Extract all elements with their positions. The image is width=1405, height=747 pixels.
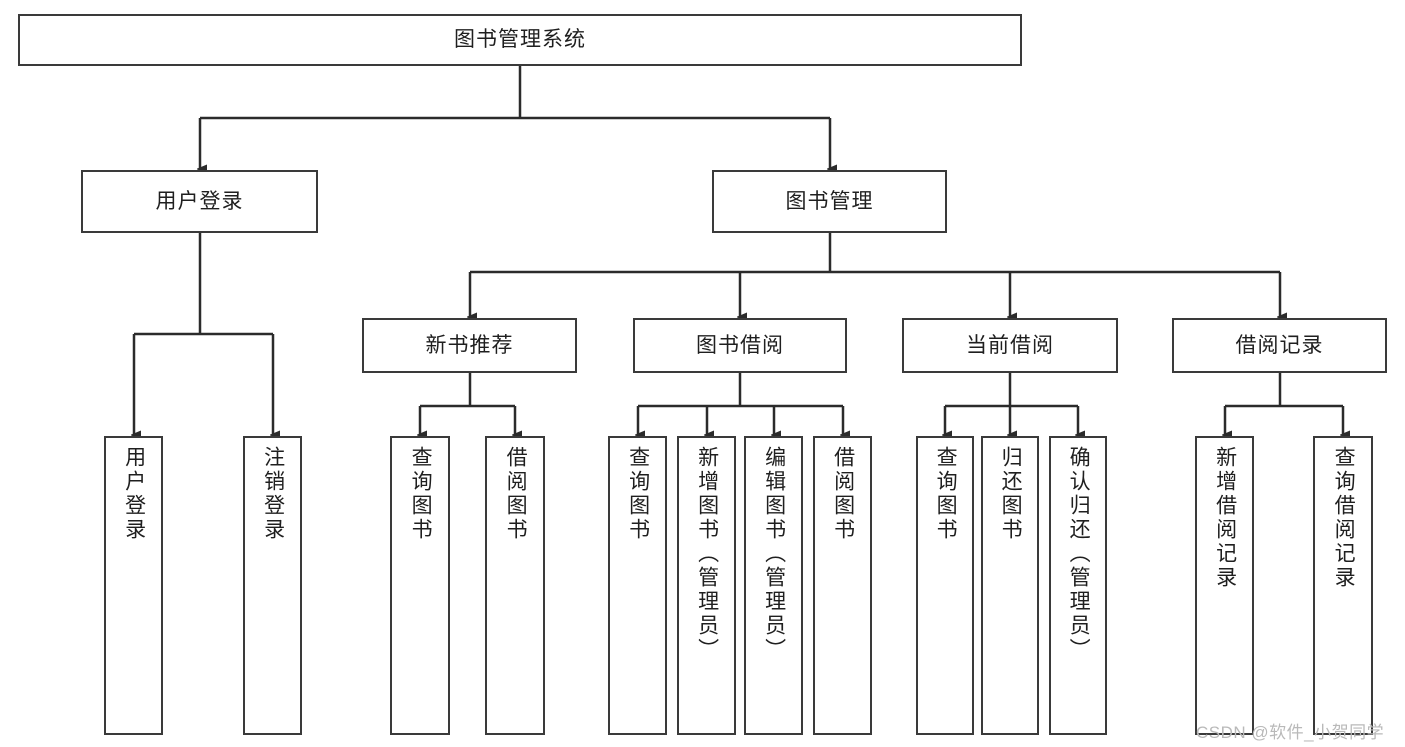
node-label: 编辑图书（管理员） xyxy=(762,446,786,662)
node-leaf-edit-book[interactable]: 编辑图书（管理员） xyxy=(744,436,803,735)
node-label: 归还图书 xyxy=(999,446,1023,542)
node-label: 查询借阅记录 xyxy=(1332,446,1356,590)
node-borrow-record[interactable]: 借阅记录 xyxy=(1172,318,1387,373)
node-root[interactable]: 图书管理系统 xyxy=(18,14,1022,66)
node-book-management[interactable]: 图书管理 xyxy=(712,170,947,233)
node-leaf-return-book[interactable]: 归还图书 xyxy=(981,436,1039,735)
node-leaf-query-book-3[interactable]: 查询图书 xyxy=(916,436,974,735)
node-leaf-query-book-1[interactable]: 查询图书 xyxy=(390,436,450,735)
node-label: 查询图书 xyxy=(409,446,433,542)
node-label: 用户登录 xyxy=(122,446,146,542)
node-leaf-query-book-2[interactable]: 查询图书 xyxy=(608,436,667,735)
node-leaf-logout[interactable]: 注销登录 xyxy=(243,436,302,735)
node-label: 用户登录 xyxy=(155,189,244,213)
node-leaf-borrow-book-2[interactable]: 借阅图书 xyxy=(813,436,872,735)
node-leaf-borrow-book-1[interactable]: 借阅图书 xyxy=(485,436,545,735)
node-label: 当前借阅 xyxy=(966,333,1054,357)
node-label: 注销登录 xyxy=(261,446,285,542)
node-leaf-add-book[interactable]: 新增图书（管理员） xyxy=(677,436,736,735)
node-label: 查询图书 xyxy=(934,446,958,542)
node-label: 图书借阅 xyxy=(696,333,784,357)
node-label: 借阅图书 xyxy=(831,446,855,542)
node-leaf-add-record[interactable]: 新增借阅记录 xyxy=(1195,436,1254,735)
node-current-borrow[interactable]: 当前借阅 xyxy=(902,318,1118,373)
node-label: 图书管理 xyxy=(785,189,874,213)
edge-group xyxy=(134,66,1343,435)
node-book-borrow[interactable]: 图书借阅 xyxy=(633,318,847,373)
node-label: 新书推荐 xyxy=(425,333,514,357)
node-label: 借阅图书 xyxy=(504,446,528,542)
node-label: 确认归还（管理员） xyxy=(1067,446,1091,662)
node-leaf-user-login[interactable]: 用户登录 xyxy=(104,436,163,735)
node-leaf-query-record[interactable]: 查询借阅记录 xyxy=(1313,436,1373,735)
node-label: 新增图书（管理员） xyxy=(695,446,719,662)
node-label: 查询图书 xyxy=(626,446,650,542)
node-leaf-confirm-return[interactable]: 确认归还（管理员） xyxy=(1049,436,1107,735)
node-label: 新增借阅记录 xyxy=(1213,446,1237,590)
node-label: 借阅记录 xyxy=(1235,333,1324,357)
node-new-book-recommend[interactable]: 新书推荐 xyxy=(362,318,577,373)
node-user-login[interactable]: 用户登录 xyxy=(81,170,318,233)
node-label: 图书管理系统 xyxy=(454,28,586,52)
